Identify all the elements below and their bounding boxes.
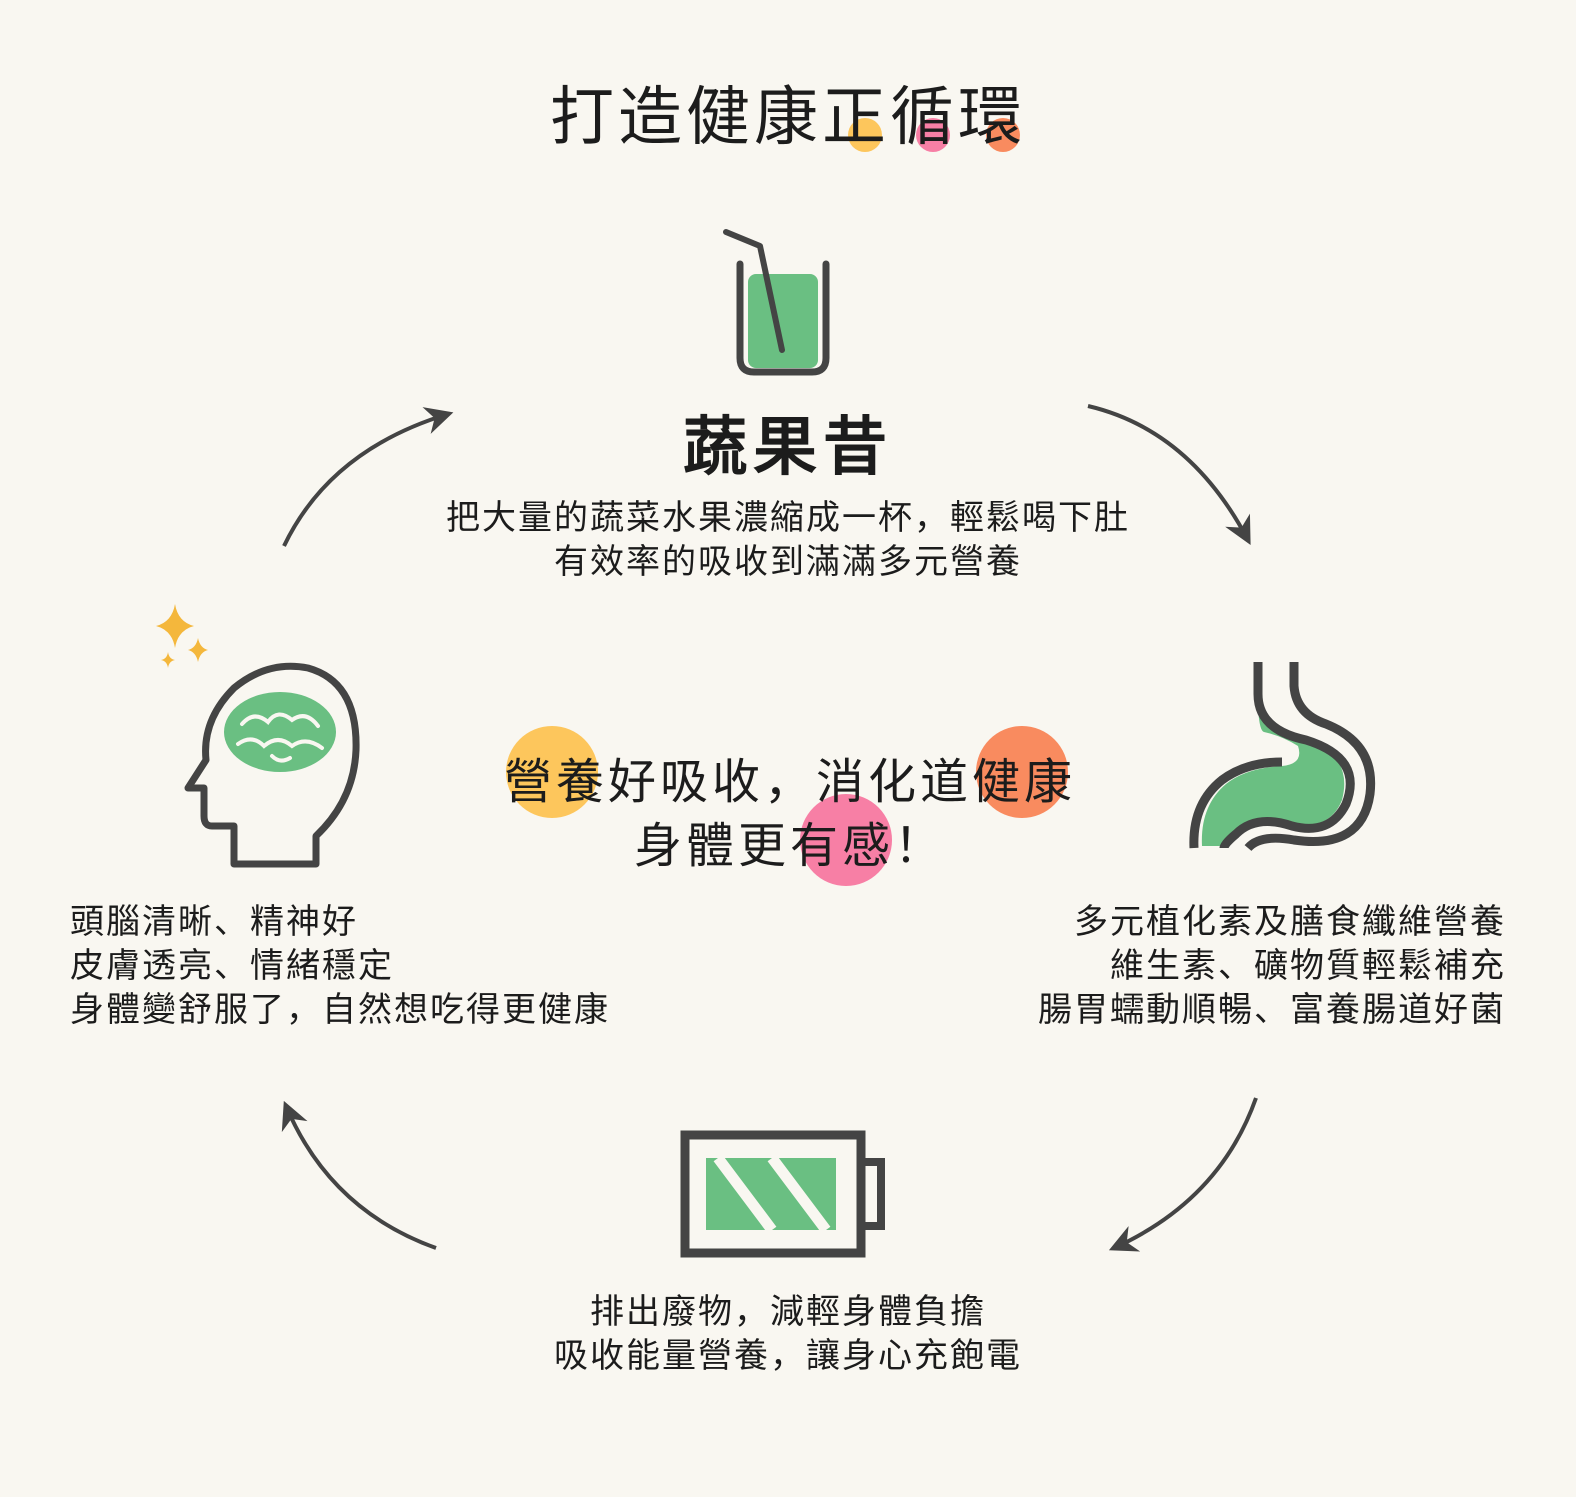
smoothie-cup-icon [723,229,830,376]
battery-line-2: 吸收能量營養，讓身心充飽電 [554,1336,1022,1376]
stomach-description: 多元植化素及膳食纖維營養 維生素、礦物質輕鬆補充 腸胃蠕動順暢、富養腸道好菌 [1038,900,1506,1032]
center-slogan-line-1: 營養好吸收，消化道健康 [503,754,1076,810]
brain-line-2: 皮膚透亮、情緒穩定 [70,946,394,986]
brain-line-3: 身體變舒服了，自然想吃得更健康 [70,990,610,1030]
brain-line-1: 頭腦清晰、精神好 [70,902,358,942]
sparkle-icon [156,604,208,668]
stomach-line-1: 多元植化素及膳食纖維營養 [1074,902,1506,942]
head-brain-icon [184,662,360,868]
title-dot-orange [986,118,1020,152]
stomach-line-2: 維生素、礦物質輕鬆補充 [1110,946,1506,986]
brain-description: 頭腦清晰、精神好 皮膚透亮、情緒穩定 身體變舒服了，自然想吃得更健康 [70,900,610,1032]
center-slogan-line-2: 身體更有感！ [633,818,946,874]
smoothie-heading: 蔬果昔 [683,410,893,485]
battery-description: 排出廢物，減輕身體負擔 吸收能量營養，讓身心充飽電 [0,1290,1576,1378]
smoothie-line-2: 有效率的吸收到滿滿多元營養 [554,542,1022,582]
center-dot-yellow [506,726,598,818]
smoothie-line-1: 把大量的蔬菜水果濃縮成一杯，輕鬆喝下肚 [446,498,1130,538]
page-title: 打造健康正循環 [550,81,1026,155]
stomach-line-3: 腸胃蠕動順暢、富養腸道好菌 [1038,990,1506,1030]
arrow-bottom-left [281,1100,437,1250]
stomach-icon [1189,662,1376,852]
title-dot-yellow [848,118,882,152]
arrow-top-right [1087,404,1251,545]
center-dot-pink [800,794,892,886]
title-dot-pink [916,118,950,152]
smoothie-description: 把大量的蔬菜水果濃縮成一杯，輕鬆喝下肚 有效率的吸收到滿滿多元營養 [0,496,1576,584]
battery-icon [680,1130,885,1258]
center-dot-orange [976,726,1068,818]
battery-line-1: 排出廢物，減輕身體負擔 [590,1292,986,1332]
arrow-top-left [282,407,454,547]
arrow-bottom-right [1108,1097,1258,1252]
